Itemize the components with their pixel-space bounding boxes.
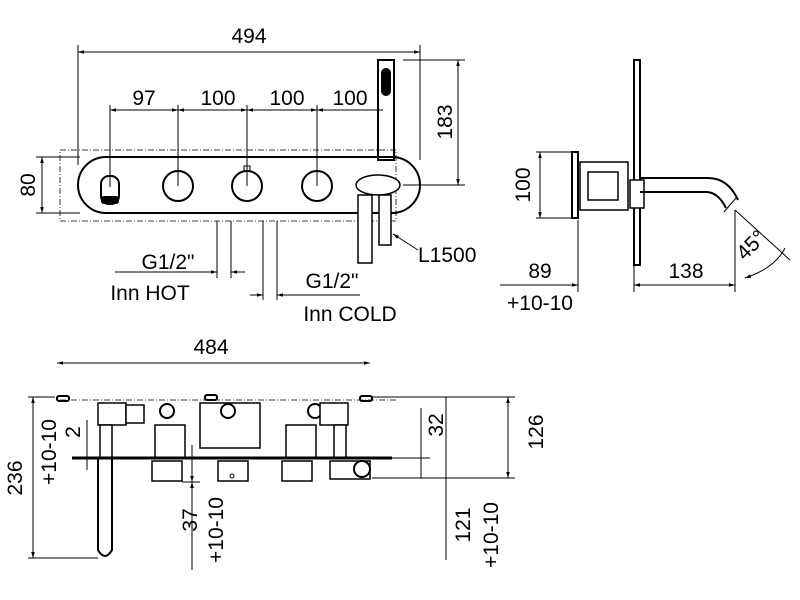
elbow-left <box>97 402 127 426</box>
wall-plate <box>571 151 579 219</box>
dim-box-depth: 126 <box>525 414 548 449</box>
hose-connector-1 <box>357 194 373 264</box>
elbow-right <box>319 402 349 426</box>
dim-right-offset: 32 <box>425 413 448 436</box>
hose-length-label: L1500 <box>418 244 476 267</box>
dim-left-tolerance: +10-10 <box>205 497 228 563</box>
dim-total-depth: 236 <box>4 460 27 495</box>
side-view: 100 89 +10-10 138 45° <box>500 59 791 315</box>
dim-left-depth: 37 <box>179 508 202 531</box>
dim-spacing-3: 100 <box>269 87 304 110</box>
dim-height: 80 <box>17 173 40 196</box>
top-view: 484 236 +10-10 2 37 +10-10 32 121 +10-10… <box>4 336 548 570</box>
spout <box>640 177 739 209</box>
cold-inlet-label: Inn COLD <box>303 303 396 326</box>
dim-overall-width: 494 <box>231 25 266 48</box>
dim-side-depth: 89 <box>528 260 551 283</box>
side-hand-shower <box>633 59 641 266</box>
cold-inlet-thread: G1/2" <box>306 270 359 293</box>
hot-inlet-thread: G1/2" <box>142 251 195 274</box>
top-spout <box>97 458 113 557</box>
dim-side-height: 100 <box>512 167 535 202</box>
hose-connector-2 <box>378 194 392 246</box>
dim-top-width: 484 <box>193 336 228 359</box>
inlet-center <box>220 403 236 419</box>
dim-side-tolerance: +10-10 <box>507 292 573 315</box>
inlet-hot <box>159 403 175 419</box>
shower-holder <box>355 174 401 196</box>
dim-spout-projection: 138 <box>668 260 703 283</box>
dim-spout-angle: 45° <box>732 226 771 265</box>
hot-inlet-label: Inn HOT <box>110 282 190 305</box>
dim-plate-thickness: 2 <box>62 426 85 438</box>
dim-total-tolerance: +10-10 <box>38 419 61 485</box>
dim-spacing-2: 100 <box>200 87 235 110</box>
dim-right-depth: 121 <box>452 507 475 542</box>
dim-spacing-1: 97 <box>132 87 155 110</box>
dim-shower-height: 183 <box>434 104 457 139</box>
center-box <box>199 402 261 449</box>
dim-spacing-4: 100 <box>332 87 367 110</box>
dim-right-tolerance: +10-10 <box>480 502 503 568</box>
front-view: 494 97 100 100 100 183 80 G1/2" Inn HOT … <box>17 25 476 326</box>
